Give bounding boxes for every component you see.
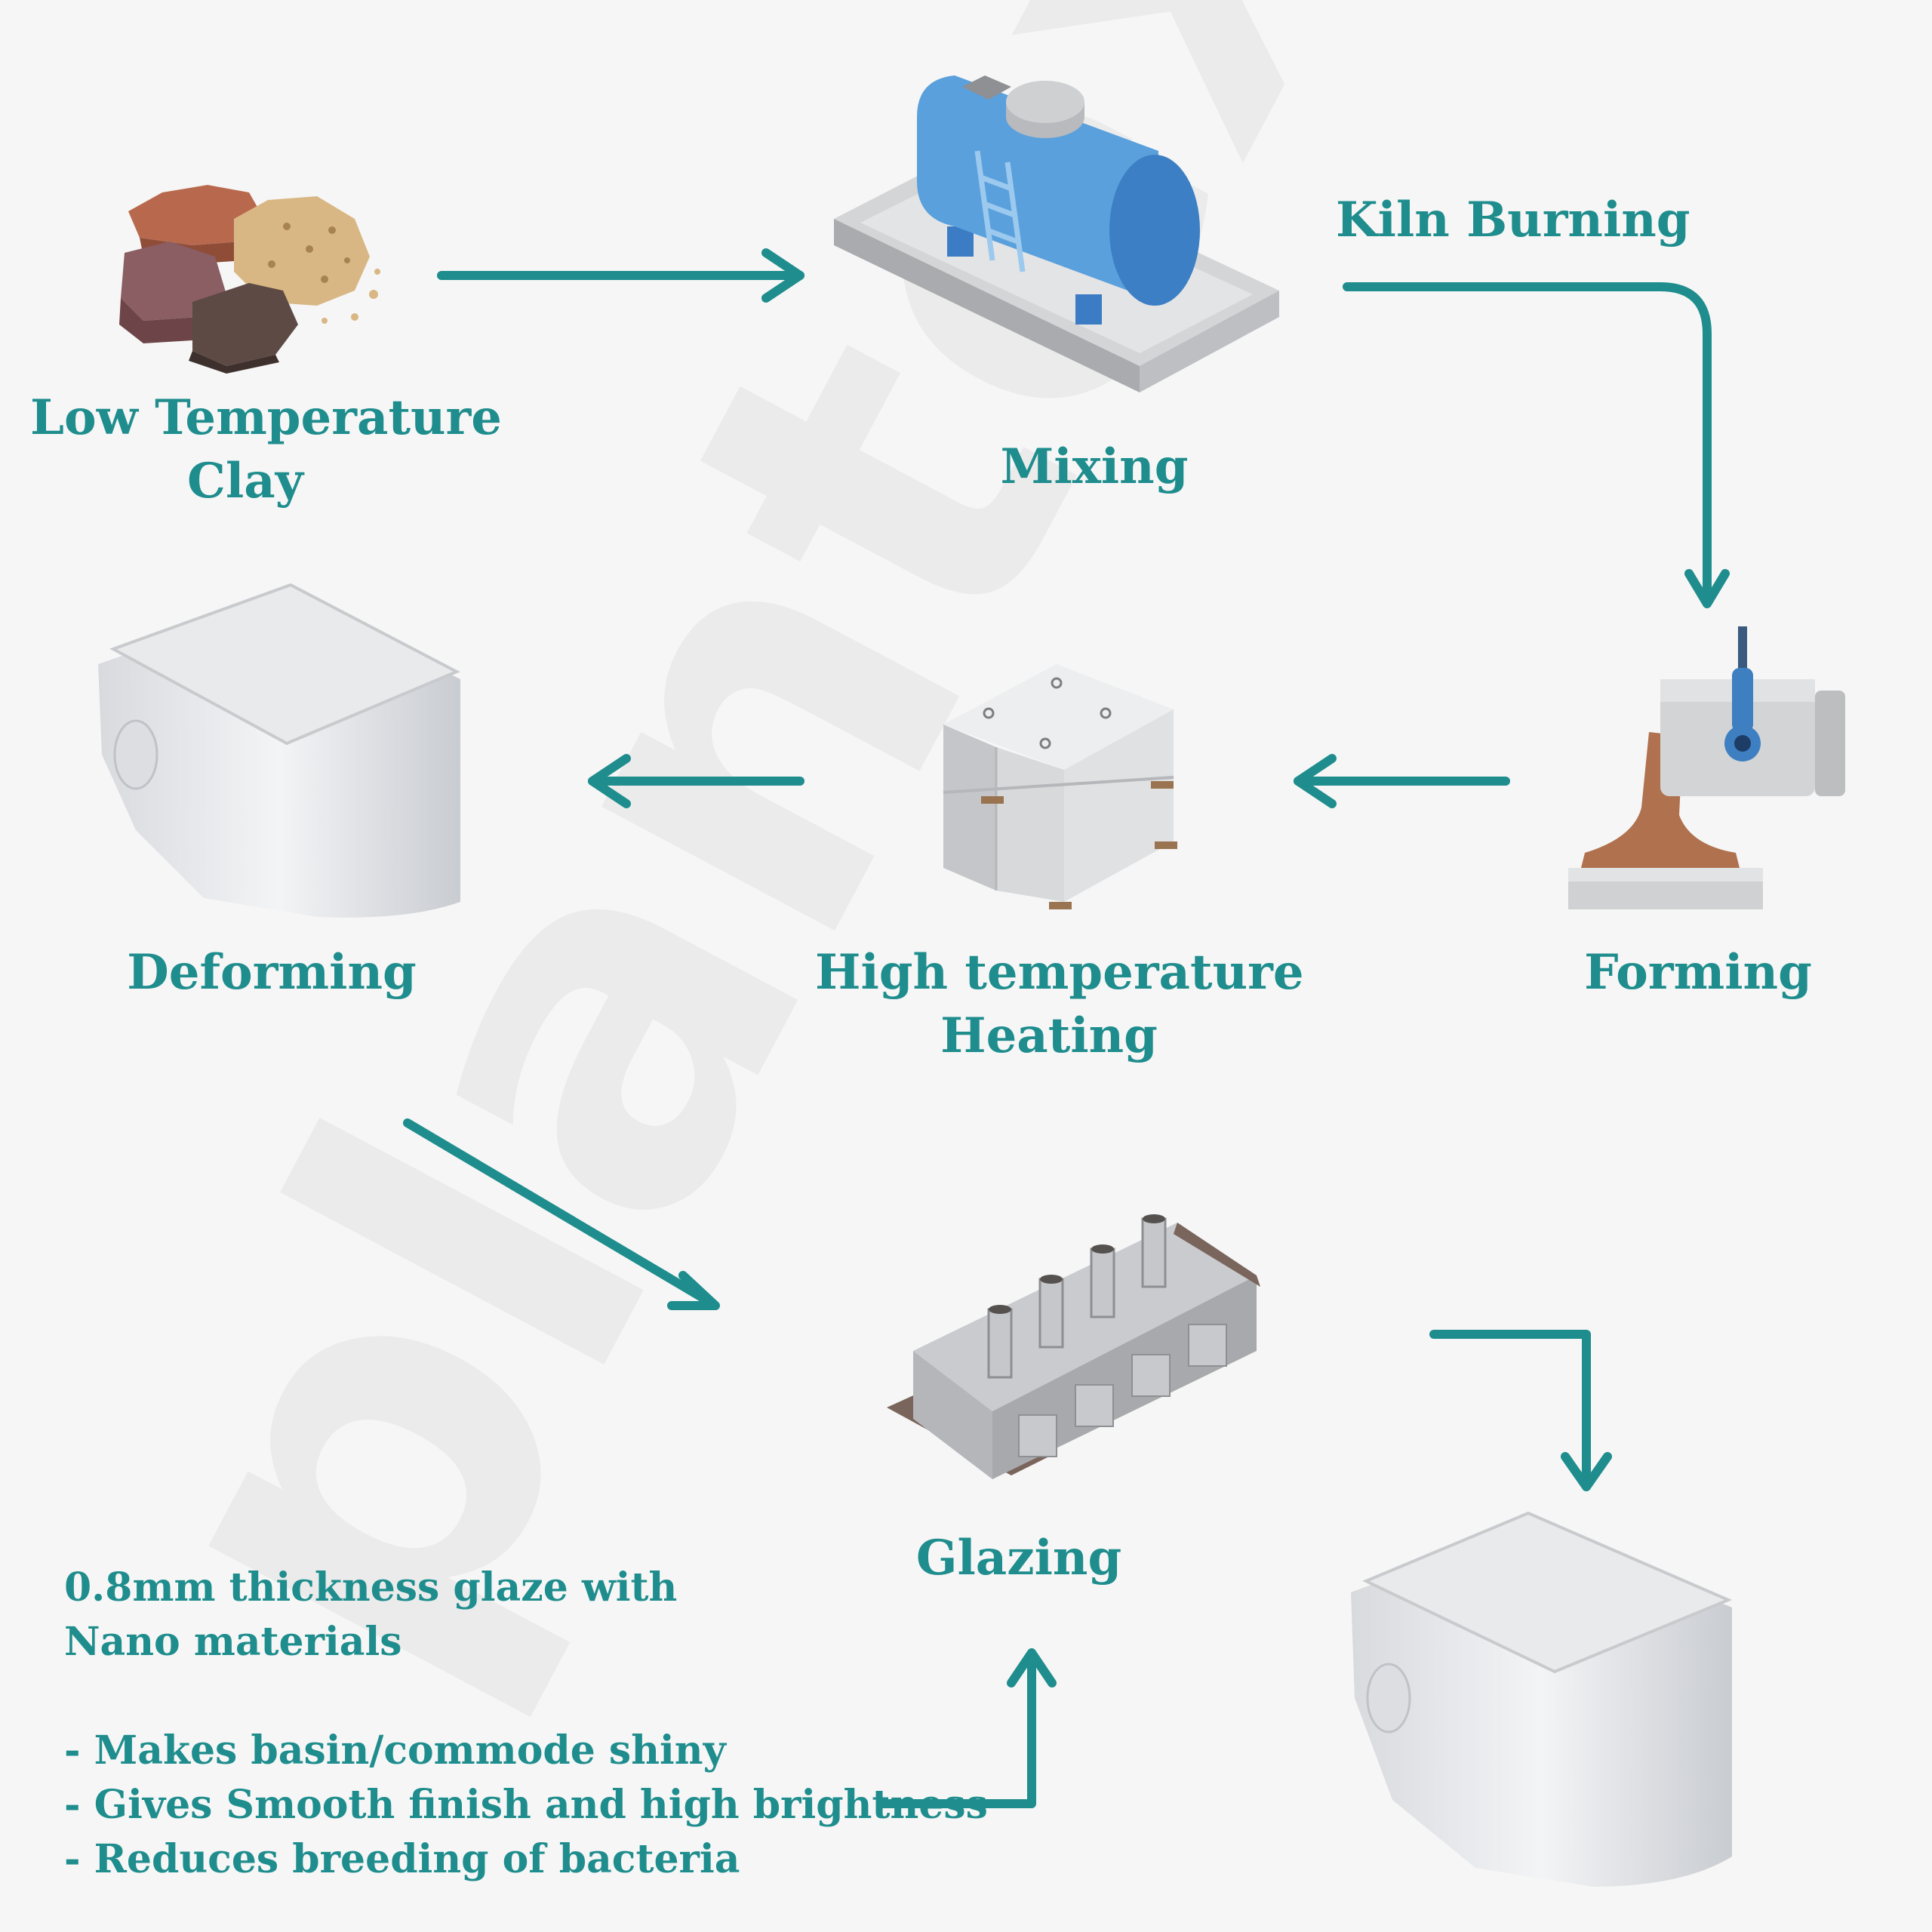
clay-rocks-icon bbox=[119, 185, 380, 374]
step-clay-label: Low Temperature Clay bbox=[30, 386, 502, 513]
forming-machine-icon bbox=[1568, 626, 1845, 909]
step-forming-label: Forming bbox=[1584, 944, 1812, 1001]
glaze-note-bullet: - Gives Smooth finish and high brightnes… bbox=[64, 1782, 988, 1828]
toilet-icon bbox=[98, 583, 460, 918]
step-heating-label: High temperature Heating bbox=[815, 941, 1304, 1068]
glaze-note-bullet: - Reduces breeding of bacteria bbox=[64, 1836, 740, 1882]
arrow-note-to-glazing bbox=[878, 1648, 1057, 1808]
step-clay-line1: Low Temperature bbox=[30, 389, 502, 446]
step-deforming-label: Deforming bbox=[127, 944, 417, 1001]
arrow-kiln-to-forming bbox=[1343, 282, 1730, 608]
arrow-heating-to-deforming bbox=[588, 754, 804, 808]
glaze-note-bullet: - Makes basin/commode shiny bbox=[64, 1727, 726, 1774]
glaze-note: 0.8mm thickness glaze with Nano material… bbox=[64, 1561, 988, 1887]
glaze-note-line2: Nano materials bbox=[64, 1619, 402, 1665]
step-clay-line2: Clay bbox=[187, 453, 303, 509]
step-glazing-label: Glazing bbox=[915, 1530, 1122, 1586]
arrow-clay-to-mixing bbox=[437, 248, 804, 303]
step-kiln-label: Kiln Burning bbox=[1336, 192, 1690, 248]
step-heating-line2: Heating bbox=[940, 1008, 1158, 1064]
step-heating-line1: High temperature bbox=[815, 944, 1304, 1001]
mixing-tank-icon bbox=[834, 75, 1279, 392]
step-mixing-label: Mixing bbox=[1000, 438, 1189, 495]
glazing-conveyor-icon bbox=[887, 1214, 1260, 1479]
arrow-forming-to-heating bbox=[1294, 754, 1510, 808]
glaze-note-line1: 0.8mm thickness glaze with bbox=[64, 1564, 678, 1611]
kiln-stack-icon bbox=[943, 664, 1177, 909]
arrow-glazing-to-finished bbox=[1429, 1330, 1612, 1491]
toilet-finished-icon bbox=[1351, 1511, 1733, 1887]
arrow-deforming-to-glazing bbox=[403, 1118, 720, 1310]
